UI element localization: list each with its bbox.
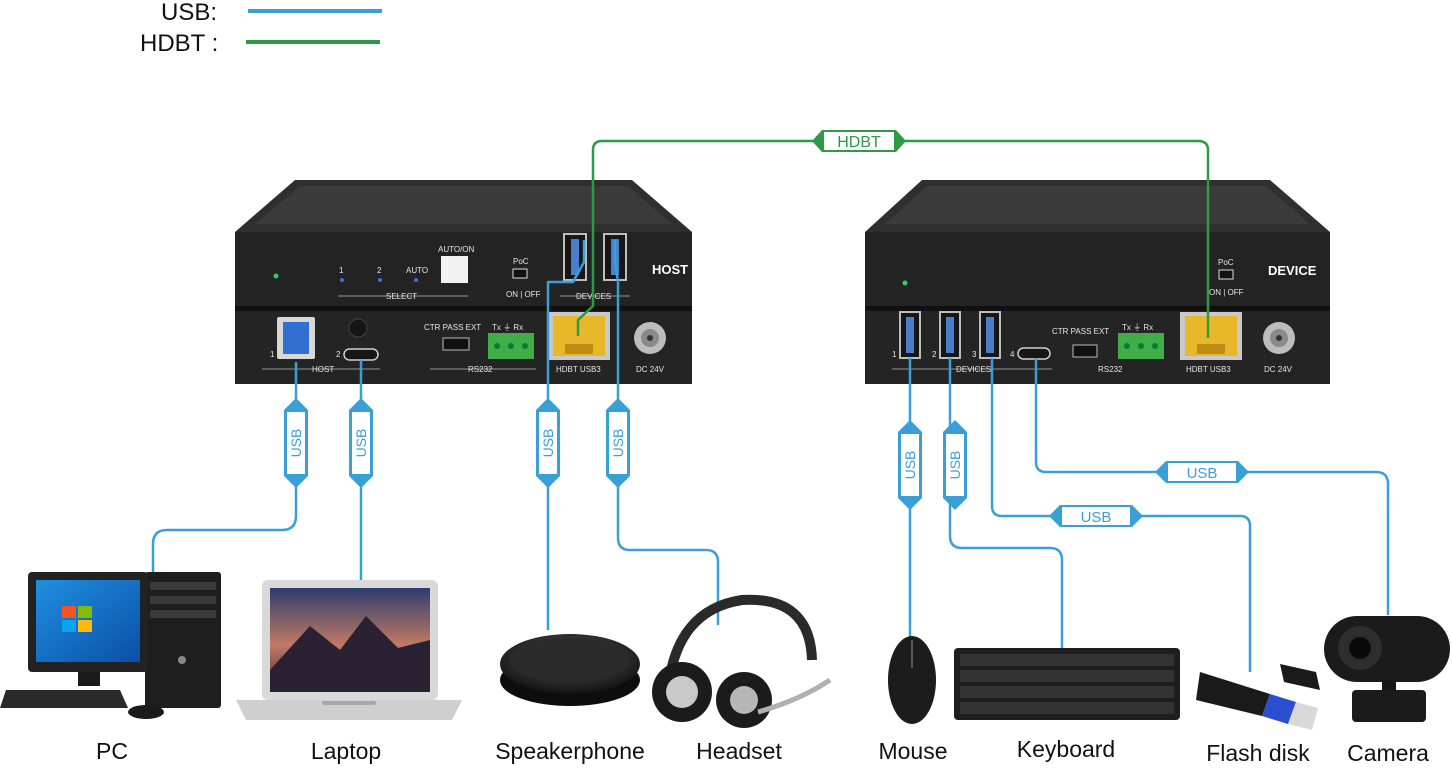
usb-tag-laptop: USB <box>349 398 373 488</box>
device-poc-label: PoC <box>1218 258 1234 267</box>
usb-tag-text: USB <box>353 429 369 458</box>
device-rs232-switch-label: CTR PASS EXT <box>1052 327 1109 336</box>
usb-tag-headset: USB <box>606 398 630 488</box>
label-flash-disk: Flash disk <box>1206 740 1310 766</box>
usb-tag-text: USB <box>540 429 556 458</box>
host-port-2: 2 <box>336 350 341 359</box>
host-select-label: SELECT <box>386 292 417 301</box>
device-port-1-label: 1 <box>892 350 897 359</box>
poc-switch[interactable] <box>512 268 528 279</box>
flash-disk-icon <box>1196 664 1320 730</box>
usb-tag-camera: USB <box>1155 461 1249 483</box>
label-mouse: Mouse <box>878 738 948 764</box>
legend-usb-label: USB: <box>161 0 218 26</box>
usb-tag-pc: USB <box>284 398 308 488</box>
hdbt-cable-tag: HDBT <box>812 130 906 152</box>
usb-tag-text: USB <box>1187 465 1218 482</box>
host-select-2: 2 <box>377 266 382 275</box>
usb-tag-text: USB <box>1081 509 1112 526</box>
host-select-1: 1 <box>339 266 344 275</box>
host-hdbt-usb3-label: HDBT USB3 <box>556 365 601 374</box>
usb-cable-keyboard <box>948 358 1064 648</box>
host-dc-label: DC 24V <box>636 365 665 374</box>
hdbt-cable <box>576 139 1210 338</box>
keyboard-icon <box>954 648 1180 720</box>
usb-tag-mouse: USB <box>898 420 922 510</box>
host-extender <box>235 180 692 384</box>
usb-cable-camera <box>1034 358 1390 615</box>
camera-icon <box>1324 616 1450 722</box>
device-extender <box>865 180 1330 384</box>
usb-tag-text: USB <box>288 429 304 458</box>
label-laptop: Laptop <box>310 738 382 764</box>
host-auto-on-label: AUTO/ON <box>438 245 475 254</box>
device-terminal-label: Tx ⏚ Rx <box>1122 323 1153 332</box>
host-rs232-label: RS232 <box>468 365 493 374</box>
legend-hdbt-label: HDBT : <box>140 30 219 57</box>
device-hdbt-usb3-label: HDBT USB3 <box>1186 365 1231 374</box>
laptop-icon <box>236 580 462 720</box>
usb-tag-text: USB <box>947 451 963 480</box>
power-led <box>273 273 279 279</box>
label-speakerphone: Speakerphone <box>495 738 645 764</box>
hdbt-tag-text: HDBT <box>837 134 881 151</box>
usb-tag-text: USB <box>902 451 918 480</box>
host-terminal-label: Tx ⏚ Rx <box>492 323 523 332</box>
label-keyboard: Keyboard <box>1016 736 1116 762</box>
device-poc-switch[interactable] <box>1218 269 1234 280</box>
usb-cable-headset <box>613 240 720 625</box>
auto-button[interactable] <box>441 256 468 283</box>
usb-tag-keyboard: USB <box>943 420 967 510</box>
pc-icon <box>0 572 221 719</box>
host-auto-label: AUTO <box>406 266 428 275</box>
device-dc-label: DC 24V <box>1264 365 1293 374</box>
host-port-1: 1 <box>270 350 275 359</box>
usb-cable-pc <box>151 362 298 580</box>
host-port-label: HOST <box>312 365 334 374</box>
device-devices-label: DEVICES <box>956 365 991 374</box>
device-rs232-label: RS232 <box>1098 365 1123 374</box>
device-port-4-label: 4 <box>1010 350 1015 359</box>
device-port-4[interactable] <box>1017 347 1051 360</box>
label-headset: Headset <box>696 738 782 764</box>
host-name: HOST <box>652 262 688 277</box>
host-poc-label: PoC <box>513 257 529 266</box>
host-rs232-switch-label: CTR PASS EXT <box>424 323 481 332</box>
device-port-2-label: 2 <box>932 350 937 359</box>
speakerphone-icon <box>500 634 640 706</box>
mouse-icon <box>888 636 936 724</box>
usb-c-port[interactable] <box>343 348 379 361</box>
device-name: DEVICE <box>1268 263 1317 278</box>
device-port-3-label: 3 <box>972 350 977 359</box>
device-power-led <box>902 280 908 286</box>
label-pc: PC <box>96 738 128 764</box>
host-on-off-label: ON | OFF <box>506 290 541 299</box>
label-camera: Camera <box>1347 740 1429 766</box>
usb-tag-flash-disk: USB <box>1049 505 1143 527</box>
usb-tag-speakerphone: USB <box>536 398 560 488</box>
headset-icon <box>652 594 832 728</box>
usb-tag-text: USB <box>610 429 626 458</box>
device-on-off-label: ON | OFF <box>1209 288 1244 297</box>
